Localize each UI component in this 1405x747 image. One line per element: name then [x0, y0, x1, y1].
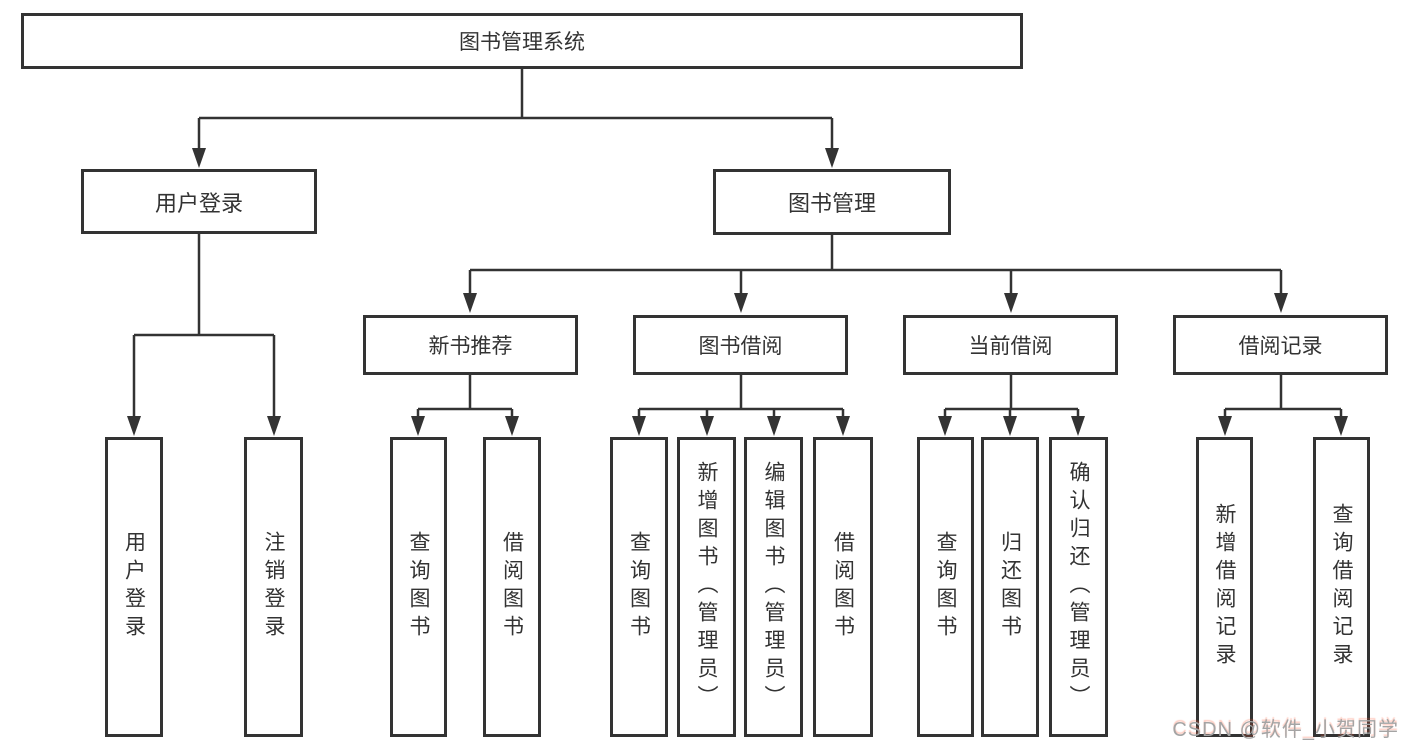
node-library-system: 图书管理系统	[21, 13, 1023, 69]
node-borrow-record-label: 借阅记录	[1238, 335, 1323, 358]
leaf-query-book-borrow-label: 查询图书	[627, 531, 651, 643]
leaf-query-book-borrow: 查询图书	[610, 437, 668, 737]
arrowheads-level2	[192, 148, 839, 168]
leaf-logout-label: 注销登录	[262, 531, 285, 643]
node-user-login-label: 用户登录	[154, 190, 243, 216]
leaf-add-borrow-record-label: 新增借阅记录	[1213, 503, 1236, 671]
node-new-book-recommend-label: 新书推荐	[428, 335, 513, 358]
arrowheads-level3	[463, 293, 1288, 313]
leaf-query-borrow-record: 查询借阅记录	[1313, 437, 1370, 737]
connector-root-to-level2	[197, 69, 834, 150]
leaf-query-book-current-label: 查询图书	[934, 531, 957, 643]
connector-borrow-record-children	[1223, 375, 1343, 418]
leaf-borrow-book-label: 借阅图书	[831, 531, 855, 643]
leaf-query-book-recommend: 查询图书	[390, 437, 447, 737]
leaf-user-login: 用户登录	[105, 437, 163, 737]
node-book-management: 图书管理	[713, 169, 951, 235]
leaf-return-book: 归还图书	[981, 437, 1039, 737]
node-new-book-recommend: 新书推荐	[363, 315, 578, 375]
leaf-user-login-label: 用户登录	[122, 531, 146, 643]
node-current-borrow-label: 当前借阅	[968, 335, 1053, 358]
leaf-confirm-return-admin-label: 确认归还（管理员）	[1067, 461, 1090, 713]
leaf-add-book-admin-label: 新增图书（管理员）	[695, 461, 718, 713]
arrowheads-current-borrow-children	[938, 416, 1085, 436]
node-book-management-label: 图书管理	[787, 191, 876, 216]
arrowheads-new-book-children	[411, 416, 519, 436]
node-library-system-label: 图书管理系统	[459, 31, 585, 54]
node-borrow-record: 借阅记录	[1173, 315, 1388, 375]
node-current-borrow: 当前借阅	[903, 315, 1118, 375]
node-book-borrow: 图书借阅	[633, 315, 848, 375]
leaf-add-book-admin: 新增图书（管理员）	[677, 437, 736, 737]
connector-current-borrow-children	[943, 375, 1080, 418]
arrowheads-book-borrow-children	[632, 416, 850, 436]
leaf-query-book-recommend-label: 查询图书	[407, 531, 430, 643]
leaf-borrow-book: 借阅图书	[813, 437, 873, 737]
leaf-borrow-book-recommend-label: 借阅图书	[500, 531, 524, 643]
node-user-login: 用户登录	[81, 169, 317, 234]
leaf-add-borrow-record: 新增借阅记录	[1196, 437, 1253, 737]
node-book-borrow-label: 图书借阅	[698, 335, 783, 358]
csdn-watermark: CSDN @软件_小贺同学	[1172, 719, 1399, 741]
leaf-edit-book-admin: 编辑图书（管理员）	[744, 437, 803, 737]
leaf-return-book-label: 归还图书	[998, 531, 1022, 643]
connector-user-login-children	[132, 234, 276, 418]
leaf-logout: 注销登录	[244, 437, 303, 737]
arrowheads-user-login-children	[127, 416, 281, 436]
leaf-query-borrow-record-label: 查询借阅记录	[1330, 503, 1353, 671]
connector-book-borrow-children	[637, 375, 845, 418]
leaf-borrow-book-recommend: 借阅图书	[483, 437, 541, 737]
arrowheads-borrow-record-children	[1218, 416, 1348, 436]
leaf-confirm-return-admin: 确认归还（管理员）	[1049, 437, 1108, 737]
leaf-edit-book-admin-label: 编辑图书（管理员）	[762, 461, 785, 713]
connector-book-mgmt-to-level3	[468, 235, 1283, 295]
connector-new-book-children	[416, 375, 514, 418]
leaf-query-book-current: 查询图书	[917, 437, 974, 737]
